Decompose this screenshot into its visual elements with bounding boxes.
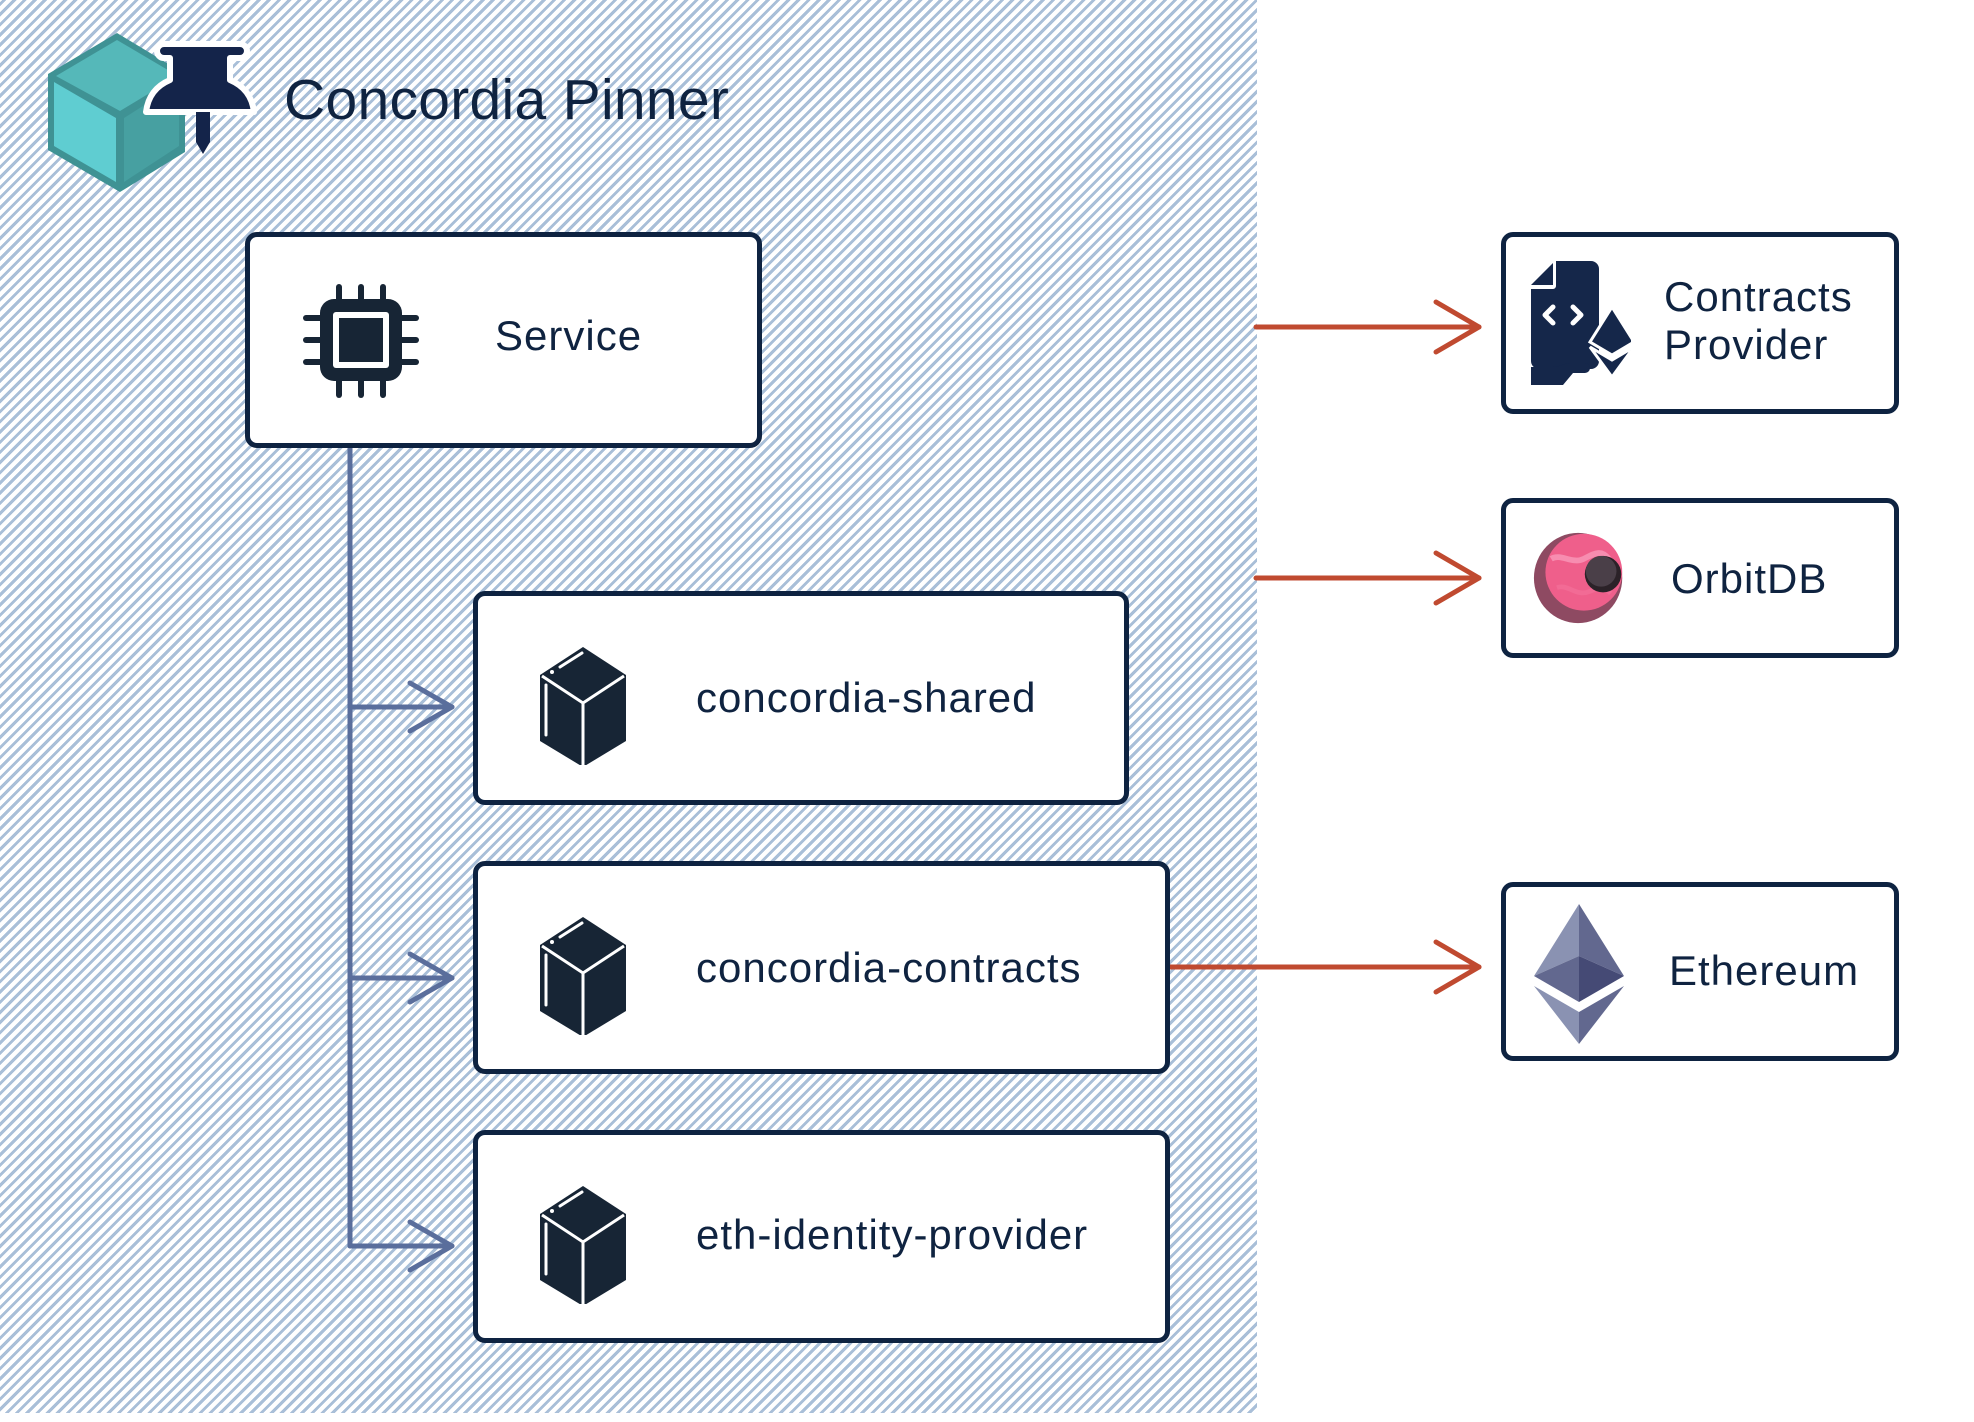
eth-identity-provider-node[interactable]: eth-identity-provider xyxy=(473,1130,1170,1343)
orbitdb-planet-icon xyxy=(1533,532,1623,624)
eth-identity-provider-label: eth-identity-provider xyxy=(696,1211,1089,1258)
orbitdb-node[interactable]: OrbitDB xyxy=(1501,498,1899,658)
package-cube-icon xyxy=(540,917,626,1035)
contracts-provider-label-line1: Contracts xyxy=(1664,273,1853,320)
pushpin-icon xyxy=(143,41,257,154)
package-cube-icon xyxy=(540,647,626,765)
concordia-shared-label: concordia-shared xyxy=(696,674,1037,721)
contracts-provider-label-line2: Provider xyxy=(1664,321,1829,368)
cube-logo-icon xyxy=(48,33,185,192)
ethereum-node[interactable]: Ethereum xyxy=(1501,882,1899,1061)
diagram-title: Concordia Pinner xyxy=(284,68,730,132)
cpu-chip-icon xyxy=(303,284,419,398)
concordia-contracts-node[interactable]: concordia-contracts xyxy=(473,861,1170,1074)
arrow-to-orbitdb xyxy=(1253,550,1482,606)
arrow-to-contracts-provider xyxy=(1253,299,1482,355)
smart-contract-hand-icon xyxy=(1531,261,1631,385)
concordia-shared-node[interactable]: concordia-shared xyxy=(473,591,1129,805)
service-label: Service xyxy=(495,312,643,359)
concordia-pinner-logo-icon xyxy=(48,33,257,192)
concordia-contracts-label: concordia-contracts xyxy=(696,944,1082,991)
contracts-provider-node[interactable]: Contracts Provider xyxy=(1501,232,1899,414)
ethereum-diamond-icon xyxy=(1534,904,1624,1044)
package-cube-icon xyxy=(540,1186,626,1304)
service-node[interactable]: Service xyxy=(245,232,762,448)
ethereum-label: Ethereum xyxy=(1669,947,1860,994)
orbitdb-label: OrbitDB xyxy=(1671,555,1828,602)
